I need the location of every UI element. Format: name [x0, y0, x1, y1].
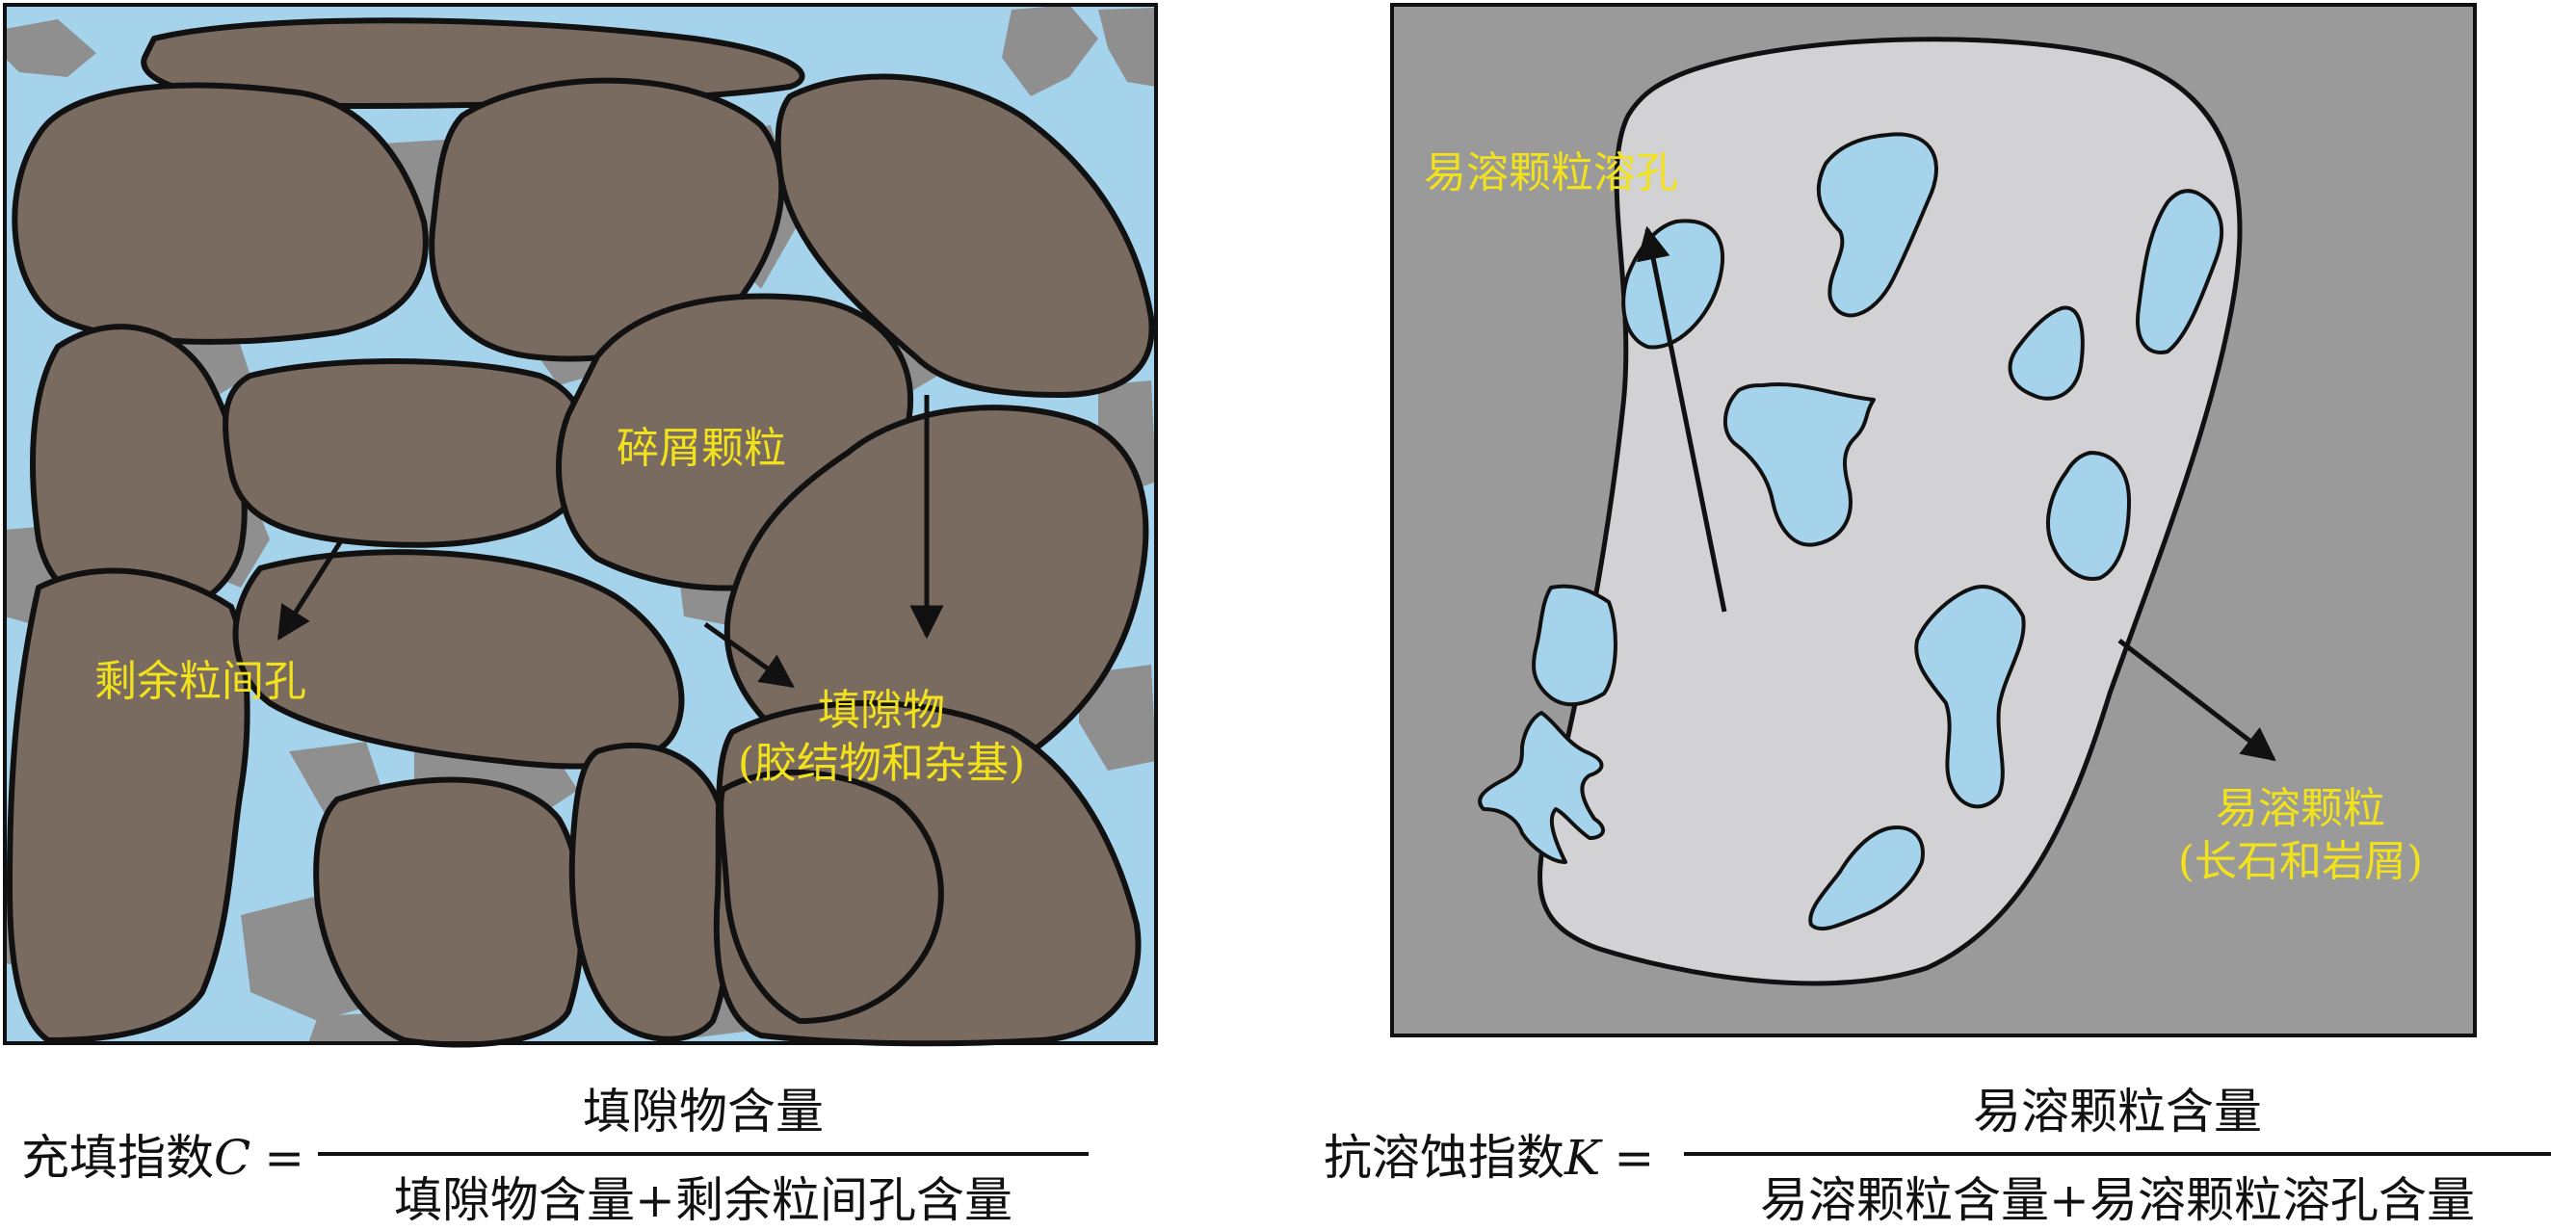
formula-c-variable: C	[214, 1130, 251, 1186]
label-soluble-grain: 易溶颗粒 (长石和岩屑)	[2137, 782, 2464, 888]
soluble-grain-diagram	[1390, 3, 2477, 1037]
formula-anti-dissolution-index: 抗溶蚀指数K= 易溶颗粒含量 易溶颗粒含量+易溶颗粒溶孔含量	[1320, 1079, 2572, 1228]
formula-k-name: 抗溶蚀指数	[1324, 1130, 1564, 1186]
grain	[7, 567, 250, 1043]
label-soluble-grain-line2: (长石和岩屑)	[2177, 837, 2424, 886]
grain	[223, 358, 591, 548]
grain	[568, 742, 732, 1042]
formula-k-numerator: 易溶颗粒含量	[1973, 1084, 2262, 1139]
formula-c-numerator: 填隙物含量	[583, 1084, 824, 1139]
formula-k-fraction-bar	[1684, 1152, 2551, 1156]
label-residual-pores: 剩余粒间孔	[94, 657, 306, 706]
label-detrital-grains: 碎屑颗粒	[617, 424, 786, 473]
label-filler-line1: 填隙物	[818, 686, 945, 735]
formula-k-variable: K	[1564, 1130, 1601, 1186]
sandstone-pore-diagram	[3, 3, 1158, 1048]
grain	[775, 73, 1155, 398]
formula-c-lhs: 充填指数C=	[21, 1119, 318, 1189]
formula-k-denominator: 易溶颗粒含量+易溶颗粒溶孔含量	[1760, 1172, 2475, 1228]
label-dissolution-pores: 易溶颗粒溶孔	[1424, 148, 1678, 197]
formula-k-lhs: 抗溶蚀指数K=	[1324, 1119, 1668, 1189]
label-soluble-grain-line1: 易溶颗粒	[2216, 784, 2385, 833]
grain	[12, 82, 429, 345]
left-panel-frame	[3, 3, 1158, 1045]
formula-k-equals: =	[1614, 1130, 1655, 1186]
formula-c-fraction-bar	[318, 1152, 1089, 1156]
pointer-arrows-left	[276, 395, 944, 689]
label-filler-line2: (胶结物和杂基)	[737, 739, 1026, 788]
label-filler: 填隙物 (胶结物和杂基)	[718, 684, 1045, 790]
grain	[718, 769, 944, 1024]
grain	[313, 776, 585, 1048]
pointer-arrows-right	[1637, 225, 2276, 762]
formula-c-denominator: 填隙物含量+剩余粒间孔含量	[394, 1172, 1012, 1228]
detrital-grains	[7, 17, 1155, 1048]
formula-c-name: 充填指数	[21, 1130, 214, 1186]
formula-filling-index: 充填指数C= 填隙物含量 填隙物含量+剩余粒间孔含量	[0, 1079, 1137, 1228]
formula-c-equals: =	[264, 1130, 305, 1186]
